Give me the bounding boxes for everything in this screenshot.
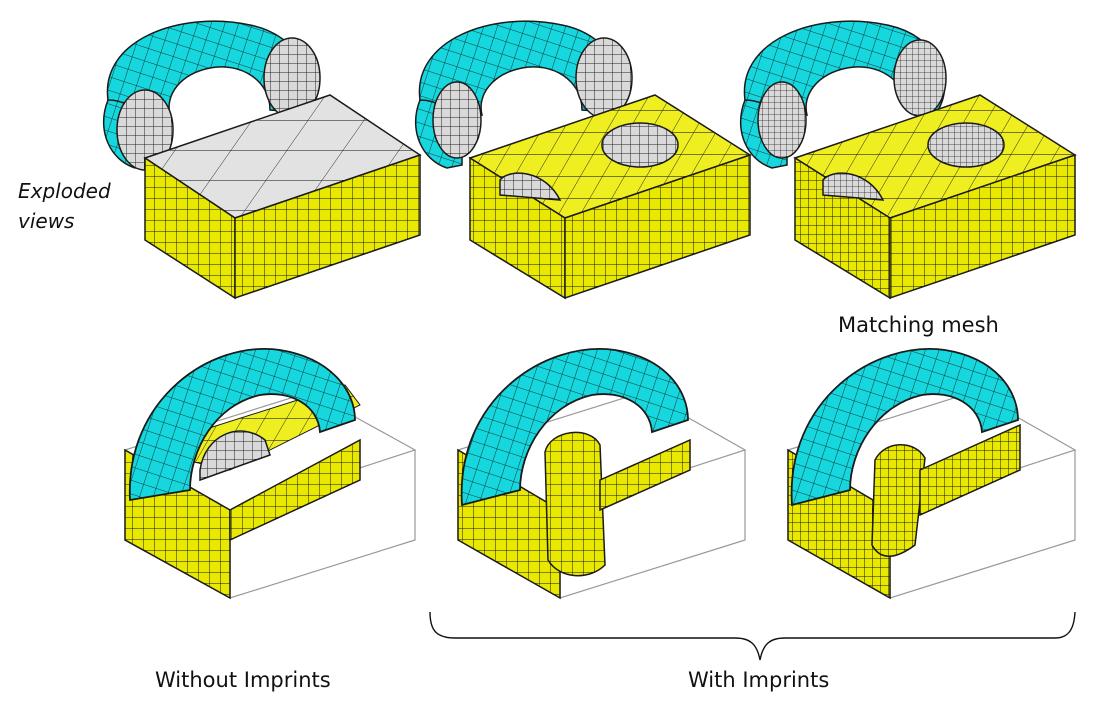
- exploded-line-1: Exploded: [18, 179, 111, 203]
- exploded-line-2: views: [18, 209, 75, 233]
- torus-part: [415, 20, 633, 169]
- panel-exploded-without-imprints: [103, 20, 422, 300]
- block-part: [468, 94, 752, 300]
- panel-assembled-matching-mesh: [786, 348, 1077, 600]
- matching-mesh-label: Matching mesh: [838, 313, 999, 337]
- panel-exploded-with-imprints: [415, 20, 752, 300]
- panel-exploded-matching-mesh: [740, 20, 1077, 300]
- torus-part: [740, 20, 947, 169]
- exploded-views-label: Exploded views: [18, 176, 111, 236]
- panel-assembled-without-imprints: [123, 348, 417, 600]
- with-imprints-brace: [429, 611, 1076, 661]
- block-part: [143, 94, 422, 300]
- without-imprints-label: Without Imprints: [155, 668, 331, 692]
- block-part: [793, 94, 1077, 300]
- with-imprints-label: With Imprints: [688, 668, 830, 692]
- panel-assembled-with-imprints: [456, 348, 747, 600]
